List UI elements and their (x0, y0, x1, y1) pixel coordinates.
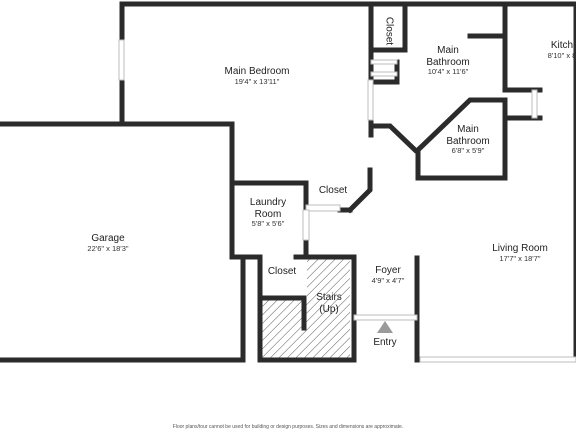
room-name: Kitch (550, 40, 574, 51)
room-main-bathroom-2: Main Bathroom 6'8" x 5'9" (446, 124, 489, 156)
room-laundry: Laundry Room 5'8" x 5'6" (250, 197, 286, 229)
disclaimer-footer: Floor plans/tour cannot be used for buil… (172, 424, 404, 430)
room-closet-top: Closet (383, 16, 395, 46)
doorways (302, 59, 418, 321)
room-main-bedroom: Main Bedroom 19'4" x 13'11" (224, 66, 289, 86)
entry-name: Entry (373, 337, 397, 348)
room-name: Living Room (492, 243, 548, 254)
room-name-line1: Main (457, 124, 479, 135)
room-dims: 19'4" x 13'11" (234, 76, 280, 86)
room-name-line1: Main (437, 45, 459, 56)
room-dims: 4'9" x 4'7" (371, 275, 405, 285)
room-foyer: Foyer 4'9" x 4'7" (372, 265, 405, 285)
room-main-bathroom-1: Main Bathroom 10'4" x 11'6" (426, 45, 469, 77)
room-closet-laundry: Closet (319, 185, 347, 197)
windows (118, 39, 576, 363)
room-dims: 5'8" x 5'6" (251, 219, 285, 228)
room-name-line2: (Up) (319, 303, 339, 315)
room-name-line2: Room (254, 208, 282, 220)
entry-label: Entry (373, 337, 396, 349)
room-name: Garage (91, 233, 125, 244)
room-living: Living Room 17'7" x 18'7" (492, 243, 548, 263)
room-dims: 10'4" x 11'6" (427, 67, 469, 76)
room-name-line2: Bathroom (426, 56, 470, 68)
room-name: Foyer (375, 265, 401, 276)
room-stairs: Stairs (Up) (316, 292, 342, 315)
room-dims: 8'10" x 8 (547, 50, 576, 60)
stairs-hatch-upper (307, 259, 350, 358)
room-name: Closet (318, 185, 348, 196)
entry-arrow-icon (377, 321, 393, 333)
room-dims: 6'8" x 5'9" (451, 146, 485, 155)
room-name: Closet (267, 266, 297, 277)
room-garage: Garage 22'6" x 18'3" (87, 233, 128, 253)
stairs-hatch (262, 300, 307, 358)
room-name-line2: Bathroom (446, 135, 490, 147)
room-name-line1: Laundry (249, 197, 287, 208)
room-kitchen: Kitch 8'10" x 8 (548, 40, 576, 60)
room-dims: 22'6" x 18'3" (87, 243, 129, 253)
room-dims: 17'7" x 18'7" (499, 253, 541, 263)
room-name: Main Bedroom (224, 66, 290, 77)
room-name-line1: Stairs (316, 292, 342, 303)
room-closet-lower: Closet (268, 266, 296, 278)
